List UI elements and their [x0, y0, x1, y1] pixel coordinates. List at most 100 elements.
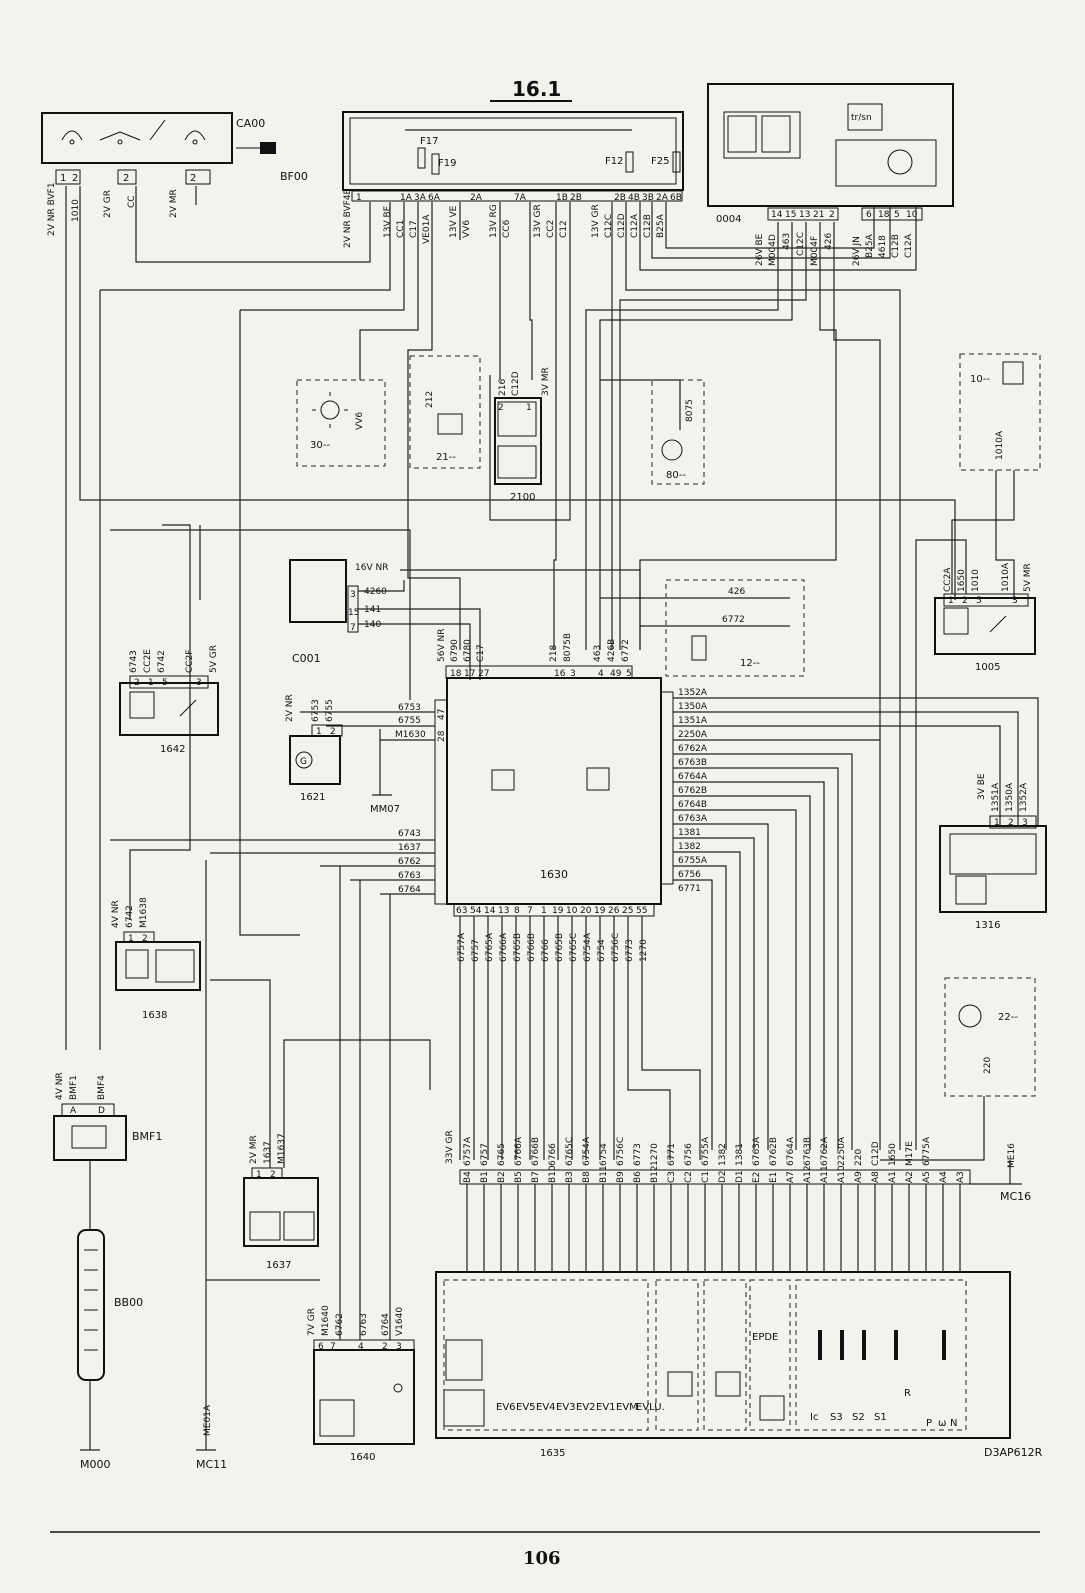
- connector-pin-a5: A5: [922, 1171, 932, 1183]
- ecu-wire-6756: 6756: [678, 870, 701, 880]
- comb-label-10: C12A: [904, 233, 914, 258]
- connector-pin-a10: A10: [837, 1165, 847, 1183]
- ecu-bw-5: 6766B: [527, 933, 537, 962]
- element-12: 426 6772 12--: [600, 579, 805, 677]
- ecu-bw-12: 6773: [625, 939, 635, 962]
- connector-pin-a8: A8: [871, 1171, 881, 1183]
- 1635-label: 1635: [540, 1448, 565, 1459]
- 1637-wire-1637: 1637: [263, 1141, 273, 1164]
- bsi-label-8: CC6: [502, 219, 512, 238]
- 1316-sensor: 1 2 3 1316 3V BE 1351A 1350A 1352A: [939, 773, 1047, 931]
- connector-pin-a1: A1: [888, 1171, 898, 1183]
- bsi-label-2: CC1: [396, 220, 406, 238]
- reference-code: D3AP612R: [984, 1446, 1043, 1459]
- ecu-bpin-55: 55: [636, 906, 647, 916]
- bmf1-label: BMF1: [132, 1130, 162, 1143]
- connector-pin-e1: E1: [769, 1172, 779, 1183]
- switch-omega: ω: [938, 1418, 946, 1429]
- element-80-label: 80--: [666, 470, 686, 481]
- ecu-bw-1: 6757: [471, 939, 481, 962]
- ecu-bpin-14: 14: [484, 906, 496, 916]
- element-10-label: 10--: [970, 374, 990, 385]
- solenoid-ev4: EV4: [536, 1402, 556, 1413]
- 1316-wire-1350a: 1350A: [1005, 782, 1015, 812]
- element-10: 10-- 1010A: [959, 353, 1041, 600]
- connector-pin-b1: B1: [480, 1171, 490, 1183]
- ecu-bottom-wire-labels: 6757A 6757 6765A 6766A 6765B 6766B 6766 …: [457, 932, 649, 962]
- element-30: 30-- VV6: [296, 379, 386, 467]
- connector-pin-a4: A4: [939, 1171, 949, 1183]
- ecu-bpin-7: 7: [527, 906, 533, 916]
- bsi-pin-1a: 1A: [400, 193, 413, 203]
- ecu-bpin-8: 8: [514, 906, 520, 916]
- bf00-key-icon: BF00: [236, 142, 308, 183]
- c001-pin-3: 3: [350, 590, 356, 600]
- ecu-wire-56vnr: 56V NR: [437, 629, 447, 662]
- c001-wire-16vnr: 16V NR: [355, 563, 388, 573]
- bsi-label-6: VV6: [462, 220, 472, 238]
- ecu-bw-2: 6765A: [485, 932, 495, 962]
- bsi-label-0: 2V NR BVF4B: [343, 188, 353, 248]
- vv6-label: VV6: [355, 412, 365, 430]
- ecu-wire-1352a: 1352A: [678, 688, 708, 698]
- bmf1-wire-bmf4: BMF4: [97, 1075, 107, 1100]
- connector-wire-label: 6757A: [463, 1136, 473, 1166]
- 2100-switch: 2 1 2100 216 C12D 3V MR: [494, 367, 551, 503]
- 1635-connector-pins: B46757AB16757B26765B56766AB76766BB106766…: [463, 1136, 966, 1272]
- 1638-wire-4vnr: 4V NR: [111, 900, 121, 928]
- ecu-wire-6771: 6771: [678, 884, 701, 894]
- switch-s2: S2: [852, 1412, 865, 1423]
- 2100-label: 2100: [510, 492, 535, 503]
- ecu-wire-1382: 1382: [678, 842, 701, 852]
- ecu-wire-6762b: 6762B: [678, 786, 707, 796]
- ecu-pin-5: 5: [626, 669, 632, 679]
- comb-pin-10: 10: [906, 210, 918, 220]
- 1005-pin-3: 3: [1012, 596, 1018, 606]
- bsi-label-12: 13V GR: [591, 204, 601, 238]
- element-12-wire-6772: 6772: [722, 615, 745, 625]
- ecu-bpin-19b: 19: [594, 906, 606, 916]
- comb-label-8: 4618: [878, 235, 888, 258]
- 1640-pin-7: 7: [330, 1342, 336, 1352]
- 0004-label: 0004: [716, 214, 741, 225]
- fuse-f12: F12: [605, 156, 623, 167]
- ecu-pin-4: 4: [598, 669, 604, 679]
- ecu-wire-c17: C17: [476, 644, 486, 662]
- 2100-wire-3vmr: 3V MR: [541, 367, 551, 396]
- solenoid-ev6: EV6: [496, 1402, 516, 1413]
- 1316-wire-1351a: 1351A: [991, 782, 1001, 812]
- solenoid-evlu: EVLU.: [636, 1402, 665, 1413]
- ecu-wire-6753: 6753: [398, 703, 421, 713]
- ecu-pin-18: 18: [450, 669, 462, 679]
- ecu-wire-2250a: 2250A: [678, 730, 708, 740]
- comb-pin-15: 15: [785, 210, 796, 220]
- connector-wire-label: 6754A: [582, 1136, 592, 1166]
- ecu-bw-11: 6756C: [611, 933, 621, 962]
- ecu-bpin-10: 10: [566, 906, 578, 916]
- comb-pin-5: 5: [894, 210, 900, 220]
- connector-wire-label: 6763B: [803, 1137, 813, 1166]
- connector-wire-label: 6775A: [922, 1136, 932, 1166]
- bsi-label-10: CC2: [546, 220, 556, 238]
- connector-pin-b6: B6: [633, 1171, 643, 1183]
- switch-ic: Ic: [810, 1412, 818, 1423]
- connector-pin-b8: B8: [582, 1171, 592, 1183]
- upper-harness-wires: [65, 186, 956, 1150]
- solenoid-epde: EPDE: [752, 1332, 778, 1343]
- connector-wire-label: C12D: [871, 1141, 881, 1166]
- 1621-wire-2vnr: 2V NR: [285, 694, 295, 722]
- 1642-wire-cc2e: CC2E: [143, 649, 153, 673]
- ecu-pin-16: 16: [554, 669, 566, 679]
- 1630-ecu: 18 17 27 16 3 4 49 5 56V NR 6790 6780 C1…: [110, 629, 1039, 1160]
- bsi-label-9: 13V GR: [533, 204, 543, 238]
- 1635-wire-33vgr: 33V GR: [445, 1130, 455, 1164]
- connector-pin-b4: B4: [463, 1171, 473, 1183]
- element-21: 21-- 212: [409, 355, 481, 469]
- connector-pin-c1: C1: [701, 1171, 711, 1183]
- 1635-switch-labels: Ic S3 S2 S1 R P ω N: [810, 1388, 957, 1429]
- bsi-pin-1: 1: [356, 193, 362, 203]
- 1630-label: 1630: [540, 868, 568, 881]
- 1640-wire-7vgr: 7V GR: [307, 1308, 317, 1336]
- fuse-f17: F17: [420, 136, 438, 147]
- bsi-label-7: 13V RG: [489, 204, 499, 238]
